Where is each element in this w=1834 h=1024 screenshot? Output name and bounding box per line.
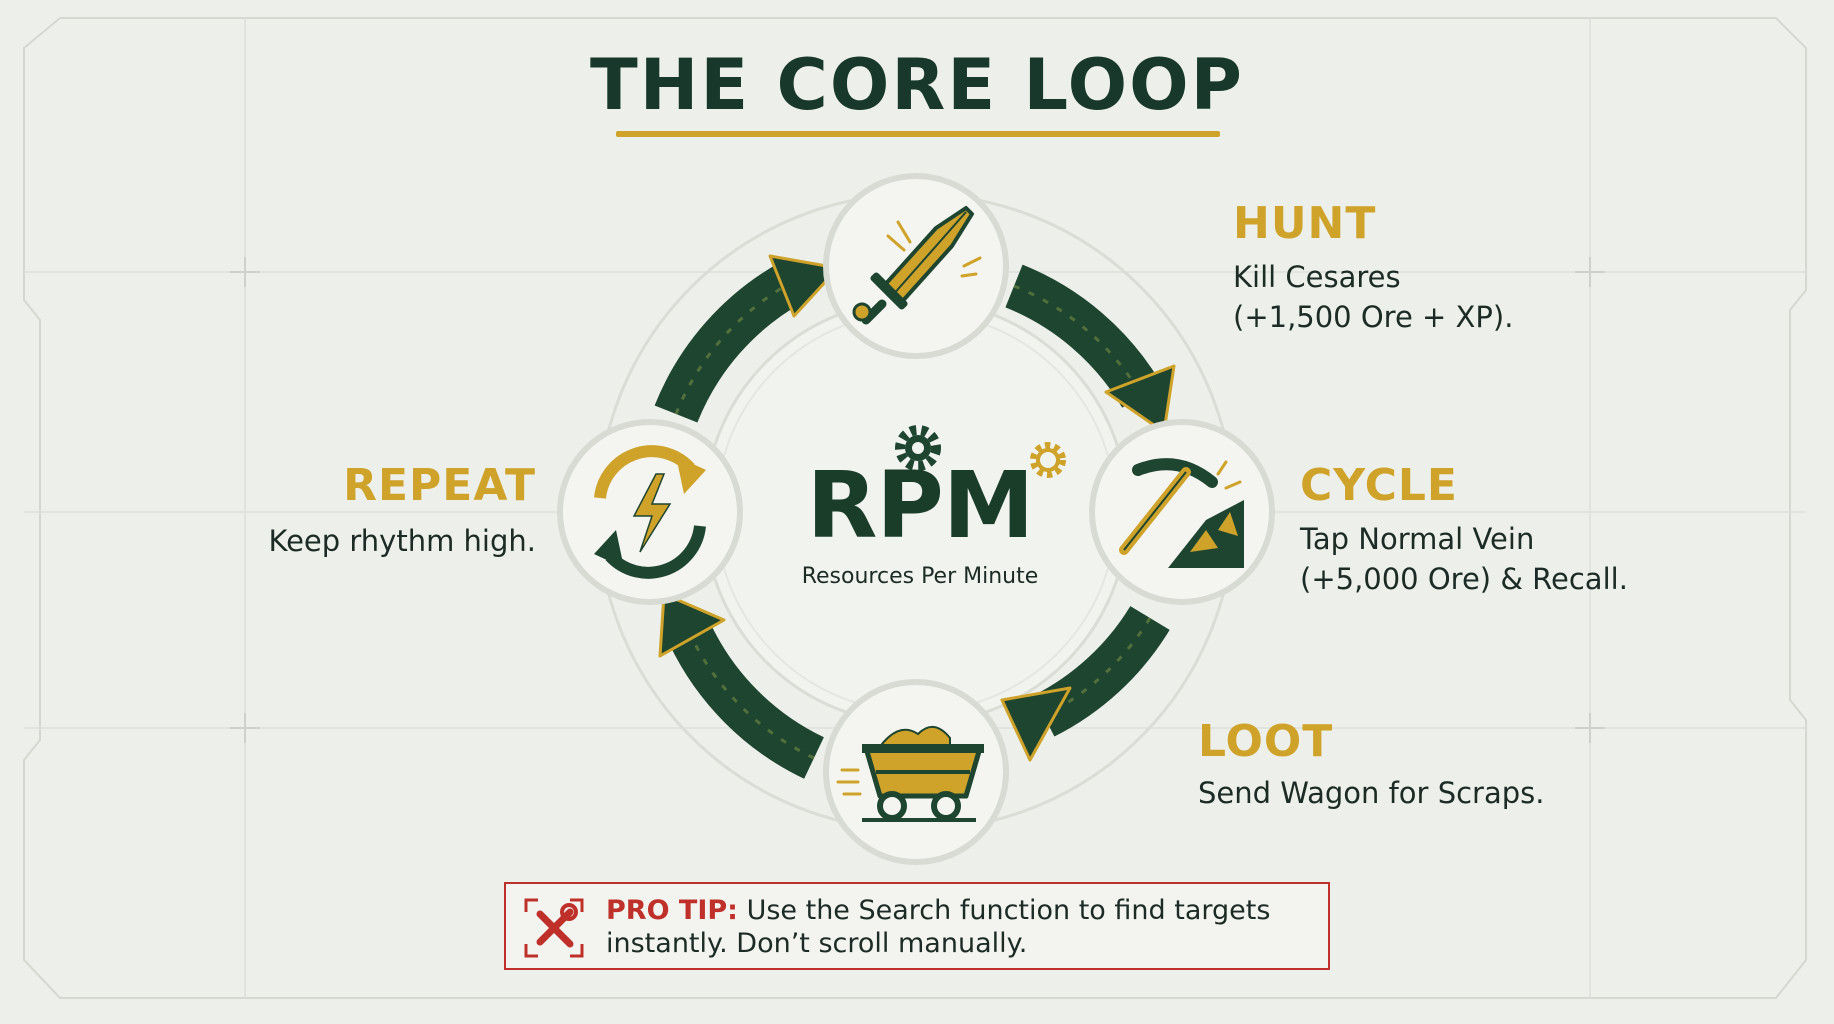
center-subtitle: Resources Per Minute [801, 564, 1039, 589]
step-cycle-line1: Tap Normal Vein [1300, 522, 1535, 556]
step-hunt-line2: (+1,500 Ore + XP). [1233, 300, 1514, 334]
step-loot-title: LOOT [1198, 716, 1334, 767]
step-cycle-line2: (+5,000 Ore) & Recall. [1300, 562, 1628, 596]
title-underline [616, 131, 1220, 137]
mine-cart-icon [836, 726, 984, 822]
pro-tip-body: Use the Search function to find targets … [606, 895, 1271, 959]
gear-icon [895, 425, 941, 471]
arrowhead-cycle [1104, 364, 1176, 434]
step-hunt-title: HUNT [1233, 198, 1377, 249]
pro-tip-text: PRO TIP: Use the Search function to find… [606, 894, 1316, 960]
center-title: RPM [806, 452, 1035, 559]
page-title: THE CORE LOOP [590, 44, 1244, 126]
pro-tip-label: PRO TIP: [606, 895, 738, 926]
step-repeat-title: REPEAT [343, 460, 536, 511]
node-cycle [1089, 419, 1275, 605]
arrowhead-loot [1000, 686, 1072, 762]
step-cycle-title: CYCLE [1300, 460, 1458, 511]
tools-crossed-icon [524, 898, 584, 958]
step-hunt-line1: Kill Cesares [1233, 260, 1401, 294]
pro-tip-box: PRO TIP: Use the Search function to find… [504, 882, 1330, 970]
sword-icon [852, 206, 982, 325]
cycle-lightning-icon [594, 445, 706, 579]
arrowhead-hunt [768, 254, 840, 318]
small-gear-icon [1030, 442, 1066, 478]
step-repeat-line1: Keep rhythm high. [268, 524, 537, 558]
pickaxe-icon [1119, 458, 1244, 568]
arrowhead-repeat [658, 592, 726, 658]
step-loot-line1: Send Wagon for Scraps. [1198, 776, 1545, 810]
